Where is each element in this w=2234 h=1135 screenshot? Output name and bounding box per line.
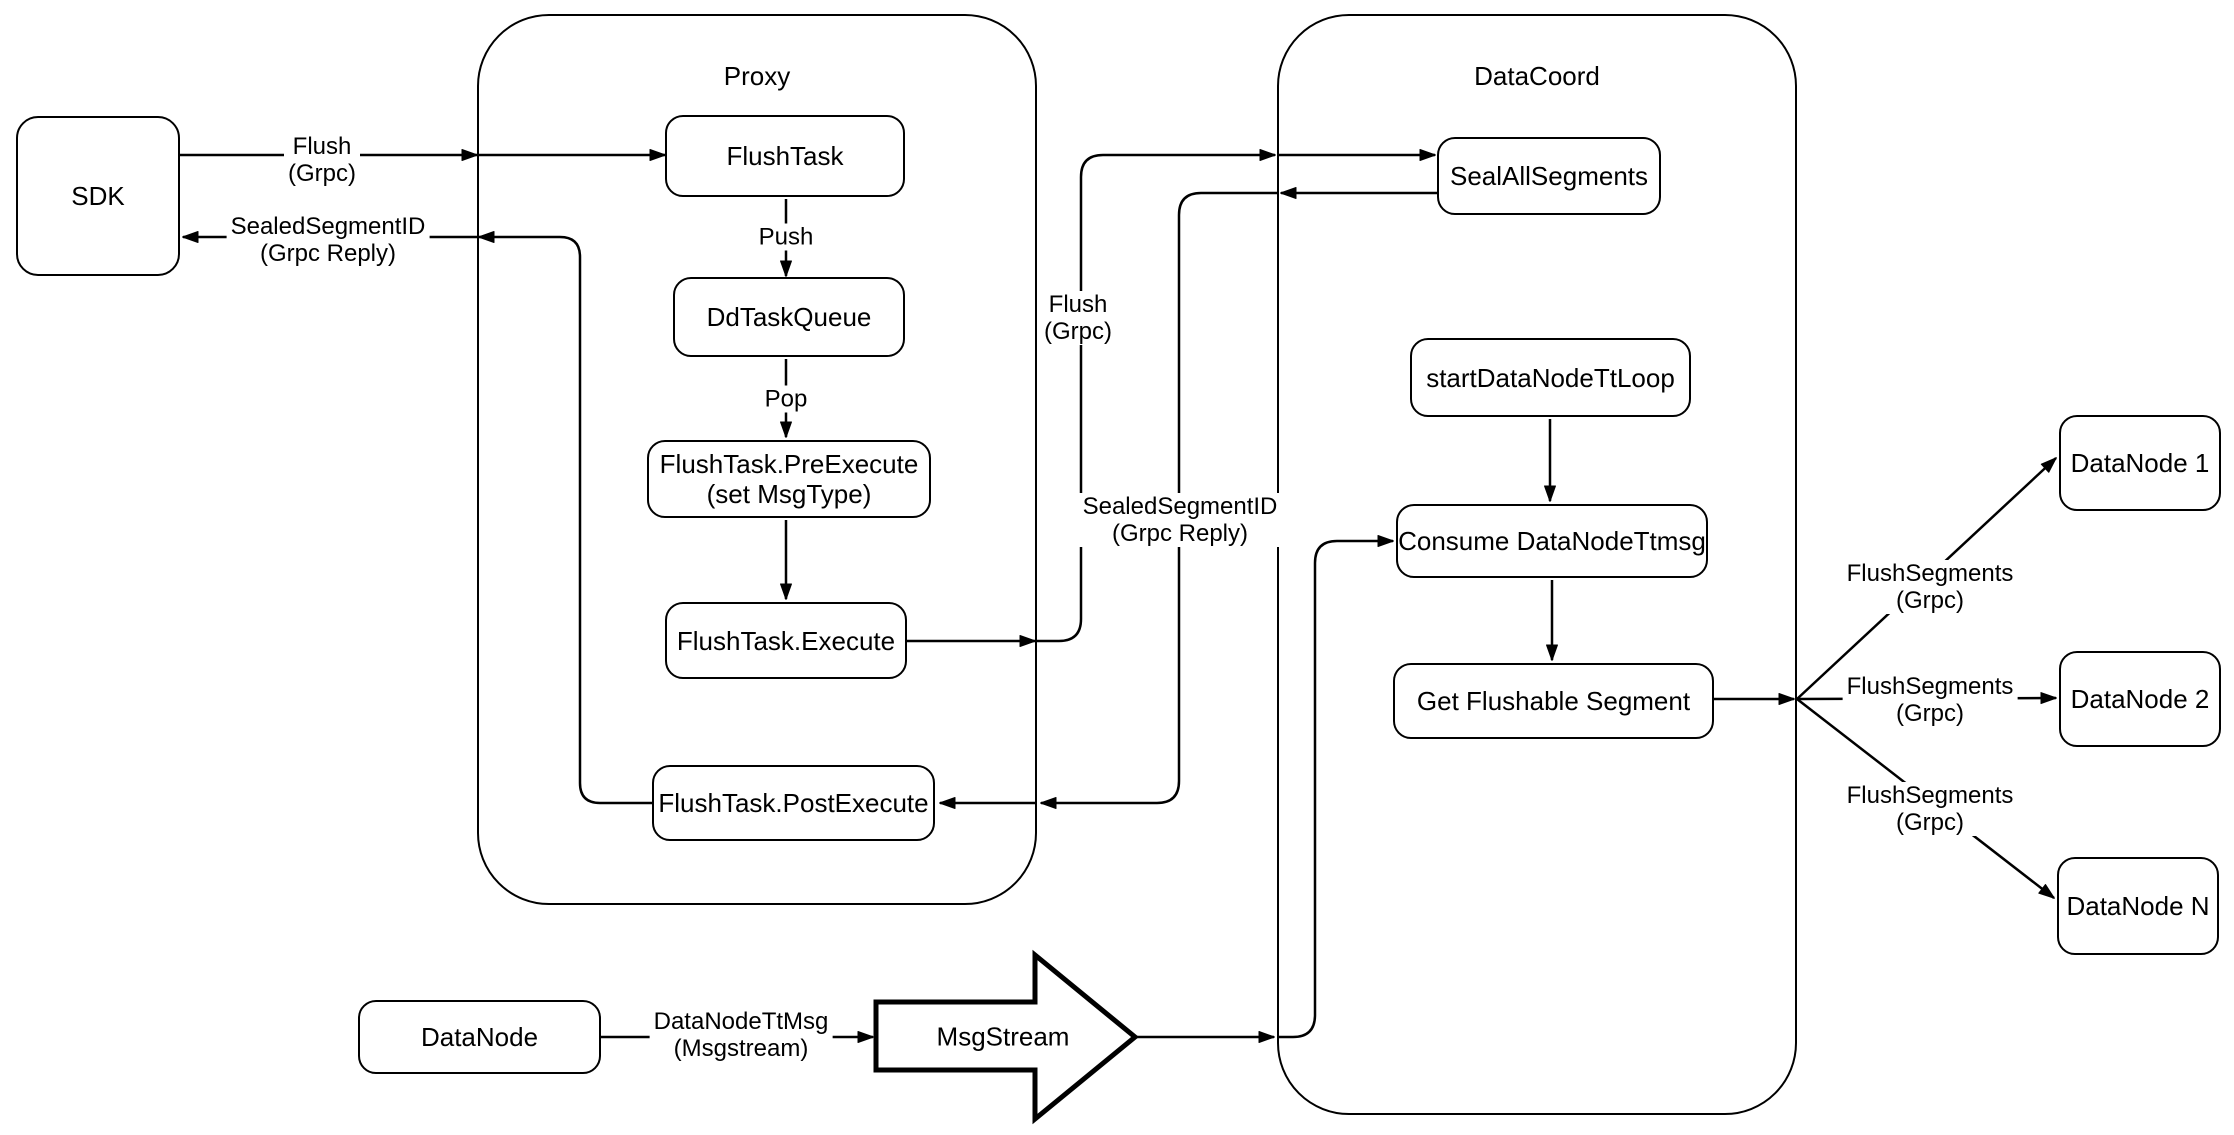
edge-flush-to-datacoord-edge [1037,149,1276,643]
edge-msgstream-into-consume [1279,535,1394,1039]
label-push: Push [754,223,818,251]
node-flushtask-postexecute: FlushTask.PostExecute [652,765,935,841]
node-startdatanodettloop: startDataNodeTtLoop [1410,338,1691,417]
node-datanode-2: DataNode 2 [2059,651,2221,747]
proxy-title: Proxy [723,61,791,91]
node-flushtask-execute: FlushTask.Execute [665,602,907,679]
node-flushtask: FlushTask [665,115,905,197]
label-flushsegments-3: FlushSegments (Grpc) [1842,782,2018,836]
label-sealedsegmentid-reply-sdk: SealedSegmentID (Grpc Reply) [226,213,430,267]
node-consume-datanodettmsg: Consume DataNodeTtmsg [1396,504,1708,578]
msgstream-block-arrow-shape [873,949,1139,1125]
edge-reply-postexecute-to-proxy-edge [478,231,652,805]
node-flushtask-preexecute: FlushTask.PreExecute (set MsgType) [647,440,931,518]
label-datanodettmsg: DataNodeTtMsg (Msgstream) [649,1008,833,1062]
label-msgstream: MsgStream [936,1021,1070,1052]
node-sealallsegments: SealAllSegments [1437,137,1661,215]
label-flush-grpc-sdk: Flush (Grpc) [284,133,360,187]
node-datanode-1: DataNode 1 [2059,415,2221,511]
node-datanode-n: DataNode N [2057,857,2219,955]
node-ddtaskqueue: DdTaskQueue [673,277,905,357]
node-get-flushable-segment: Get Flushable Segment [1393,663,1714,739]
node-sdk: SDK [16,116,180,276]
label-sealedsegmentid-reply-mid: SealedSegmentID (Grpc Reply) [1078,493,1282,547]
label-pop: Pop [760,385,812,413]
datacoord-title: DataCoord [1474,61,1600,91]
label-flush-grpc-mid: Flush (Grpc) [1040,291,1116,345]
label-flushsegments-2: FlushSegments (Grpc) [1842,673,2018,727]
node-datanode: DataNode [358,1000,601,1074]
label-flushsegments-1: FlushSegments (Grpc) [1842,560,2018,614]
